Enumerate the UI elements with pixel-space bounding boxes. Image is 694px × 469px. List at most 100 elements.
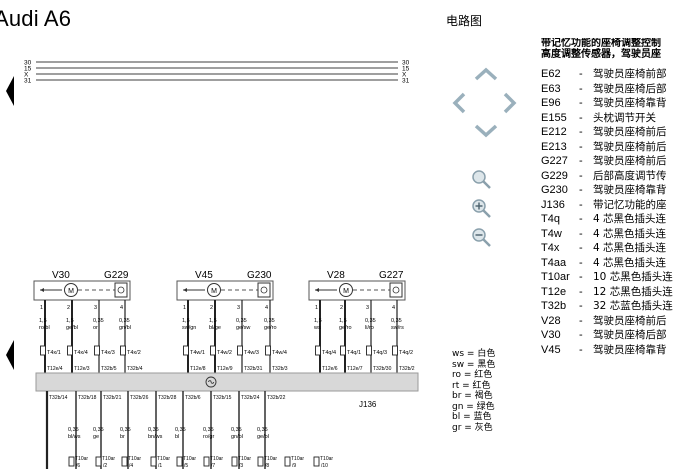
- lower-connector-label: T10ar: [320, 456, 333, 462]
- wire-pin: 1: [183, 305, 186, 311]
- connector-pin-label: T4q/3: [373, 350, 387, 356]
- lower-connector-pin: /10: [321, 463, 328, 469]
- legend-dash: -: [579, 256, 583, 269]
- motor-symbol-glyph: M: [68, 288, 74, 295]
- connector-icon: [120, 345, 126, 356]
- module-symbol-wave-icon: [208, 380, 215, 384]
- lower-connector-icon: [121, 456, 128, 467]
- lower-connector-icon: [284, 456, 291, 467]
- connector-pin-label: T4w/2: [217, 350, 232, 356]
- connector-pin-label: T4w/4: [272, 350, 287, 356]
- wire-size: 1,5: [339, 318, 347, 324]
- legend-row: T4q-4 芯黑色插头连: [541, 212, 694, 227]
- wire-size: 0,35: [264, 318, 275, 324]
- wire-color: ge/ro: [264, 325, 277, 331]
- legend-code: G229: [541, 169, 568, 182]
- legend-code: G227: [541, 155, 568, 167]
- legend-row: J136-带记忆功能的座: [541, 198, 694, 213]
- lower-wire-size: 0,35: [93, 427, 104, 433]
- legend-row: E63-驾驶员座椅后部: [541, 82, 694, 97]
- legend-code: E212: [541, 126, 567, 138]
- lower-wire-size: 0,35: [203, 427, 214, 433]
- legend-row: E155-头枕调节开关: [541, 111, 694, 126]
- connector-pin-label: T4x/1: [47, 350, 61, 356]
- connector-icon: [315, 345, 321, 356]
- lower-module-pin-label: T32b/21: [103, 395, 122, 401]
- legend-dash: -: [579, 169, 583, 182]
- legend-dash: -: [579, 271, 583, 283]
- module-label: J136: [359, 400, 377, 409]
- legend-dash: -: [579, 227, 583, 240]
- lower-wire-color: bl: [175, 434, 179, 440]
- legend-description: 驾驶员座椅前后: [593, 126, 667, 138]
- wire-pin: 2: [210, 305, 213, 311]
- lower-wire-size: 0,35: [175, 427, 186, 433]
- component-box: [33, 280, 131, 301]
- lower-connector-icon: [95, 456, 102, 467]
- document-type-label: 电路图: [446, 14, 483, 28]
- pan-down-icon[interactable]: [474, 124, 498, 138]
- connector-pin-label: T4q/2: [399, 350, 413, 356]
- color-code-entry: ws = 白色: [452, 349, 496, 359]
- power-bus: [36, 61, 398, 81]
- legend-dash: -: [579, 213, 583, 225]
- module-pin-label: T12e/8: [190, 366, 206, 372]
- module-pin-label: T32b/5: [101, 366, 117, 372]
- zoom-in-icon[interactable]: [472, 199, 491, 218]
- legend-description: 12 芯黑色插头连: [593, 285, 673, 298]
- legend-row: G227-驾驶员座椅前后: [541, 154, 694, 169]
- lower-module-pin-label: T32b/28: [158, 395, 177, 401]
- motor-arrow-head-icon: [40, 288, 44, 292]
- lower-connector-icon: [150, 456, 157, 467]
- lower-connector-pin: /7: [211, 463, 215, 469]
- legend-row: T4aa-4 芯黑色插头连: [541, 256, 694, 271]
- wire-color: li/ro: [365, 325, 374, 331]
- previous-page-arrow-icon[interactable]: [6, 76, 14, 106]
- wire-size: 0,35: [236, 318, 247, 324]
- lower-connector-icon: [203, 456, 210, 467]
- legend-code: E155: [541, 111, 567, 124]
- lower-connector-label: T10ar: [128, 456, 141, 462]
- color-code-entry: br = 褐色: [452, 391, 493, 401]
- color-code-entry: ro = 红色: [452, 370, 493, 380]
- color-code-entry: gn = 绿色: [452, 401, 495, 412]
- legend-dash: -: [579, 343, 583, 356]
- legend-row: T10ar-10 芯黑色插头连: [541, 270, 694, 285]
- legend-dash: -: [579, 184, 583, 196]
- zoom-fit-icon[interactable]: [472, 170, 491, 189]
- legend-description: 驾驶员座椅靠背: [593, 184, 667, 196]
- lower-connector-icon: [176, 456, 183, 467]
- wire-color: ro/bl: [39, 325, 50, 331]
- lower-connector-label: T10ar: [264, 456, 277, 462]
- legend-description: 驾驶员座椅前后: [593, 314, 667, 327]
- wire-color: sw/gn: [182, 325, 196, 331]
- wires: 11,5ro/blT4x/1T12e/421,5ge/blT4x/4T12e/3…: [39, 300, 415, 373]
- connector-pin-label: T4x/2: [127, 350, 141, 356]
- bus-label-left: 30: [24, 60, 32, 67]
- wire-color: ge/sw: [236, 325, 250, 331]
- connector-icon: [392, 345, 398, 356]
- legend-description: 驾驶员座椅前后: [593, 155, 667, 167]
- wire-pin: 1: [40, 305, 43, 311]
- pan-right-icon[interactable]: [503, 92, 517, 114]
- wire-color: ge/ro: [339, 325, 352, 331]
- connector-icon: [340, 345, 346, 356]
- control-module-j136: [35, 372, 419, 392]
- legend-row: E212-驾驶员座椅前后: [541, 125, 694, 140]
- sensor-element-icon: [260, 286, 268, 294]
- component-sensor-label: G230: [247, 270, 272, 281]
- legend-description: 后部高度调节传: [593, 169, 667, 182]
- previous-page-arrow-lower-icon[interactable]: [6, 340, 14, 370]
- legend-description: 32 芯蓝色插头连: [593, 300, 673, 312]
- legend-description: 驾驶员座椅靠背: [593, 343, 667, 356]
- color-code-entry: gr = 灰色: [452, 422, 493, 433]
- connector-icon: [183, 345, 189, 356]
- zoom-out-icon[interactable]: [472, 228, 491, 247]
- legend-code: T4q: [541, 213, 560, 225]
- pan-up-icon[interactable]: [474, 67, 498, 81]
- component-sensor-label: G229: [104, 270, 129, 281]
- legend-title: 带记忆功能的座椅调整控制 高度调整传感器，驾驶员座: [541, 38, 694, 60]
- pan-left-icon[interactable]: [452, 92, 466, 114]
- legend-description: 驾驶员座椅前后: [593, 140, 667, 153]
